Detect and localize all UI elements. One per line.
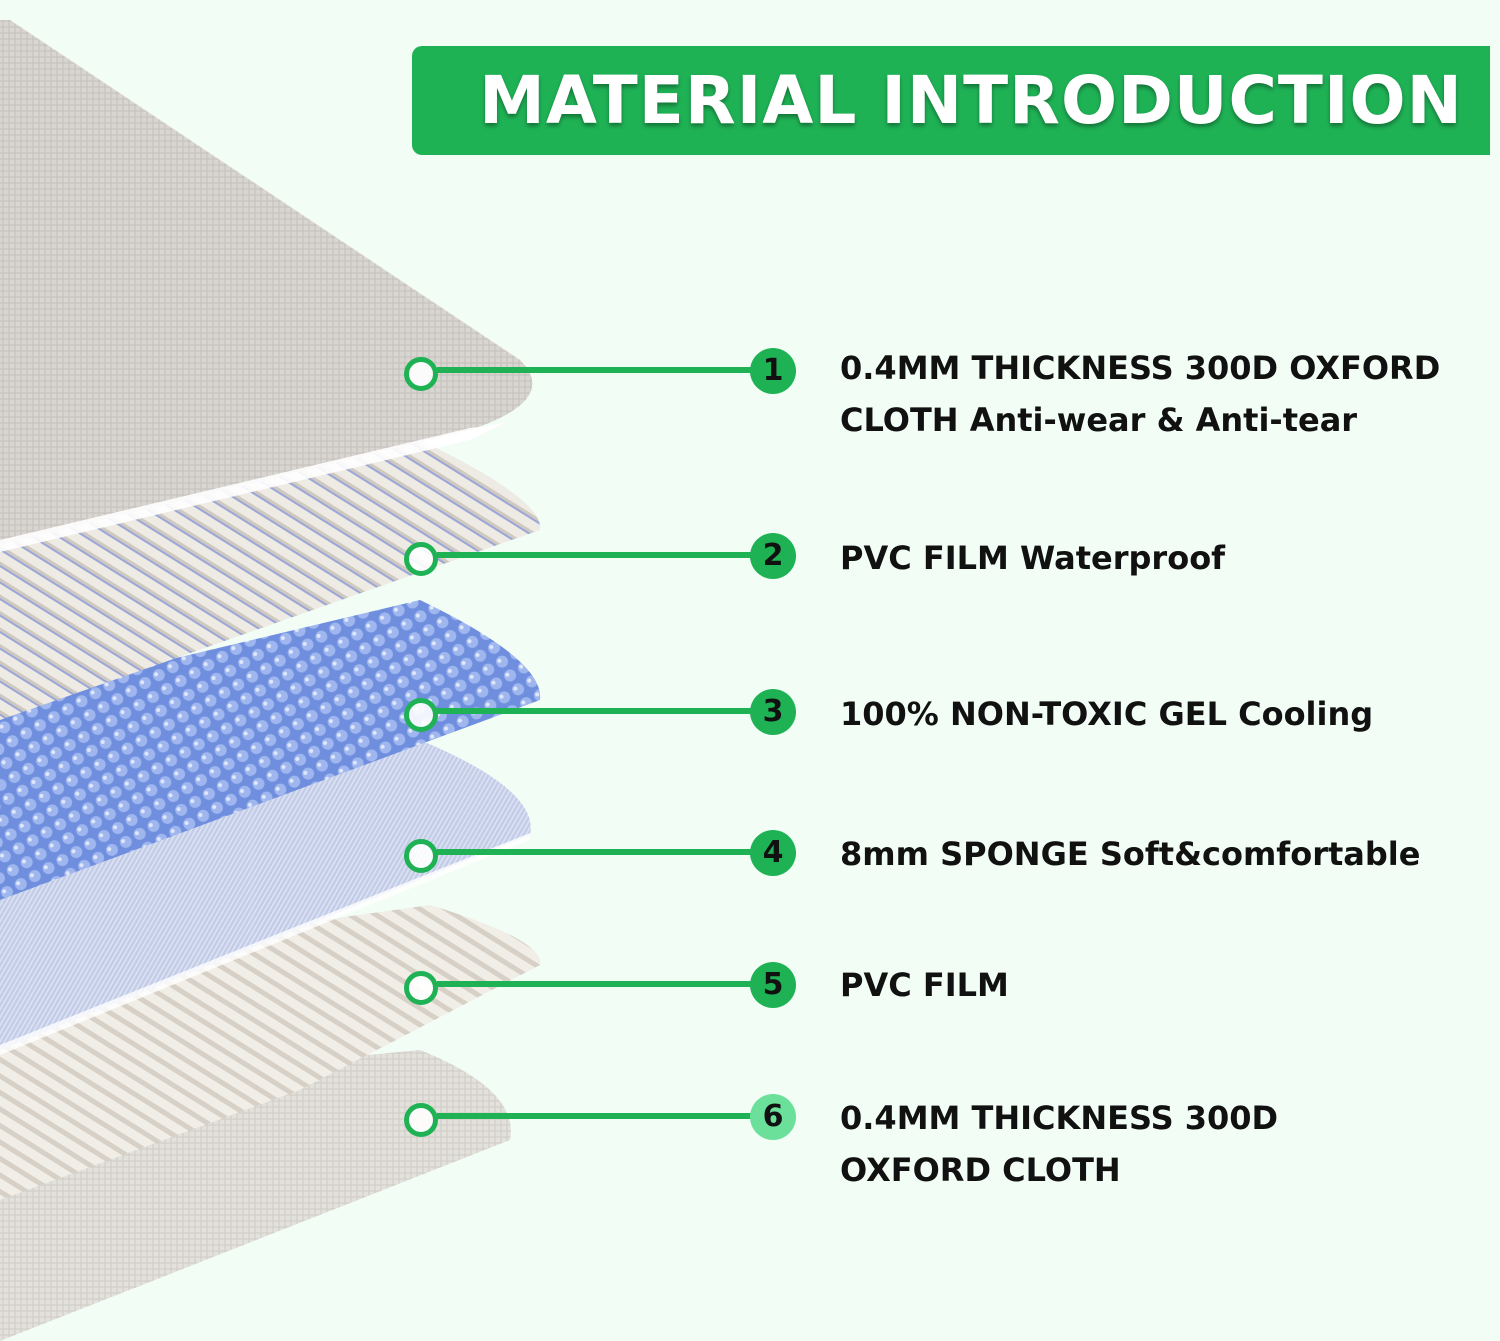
layer-number-badge: 5 — [750, 962, 796, 1008]
leader-line — [437, 849, 762, 855]
description-line: CLOTH Anti-wear & Anti-tear — [840, 401, 1358, 439]
layer-5-callout: 5 — [404, 962, 798, 1010]
layer-1-callout: 1 — [404, 348, 798, 396]
description-line: 0.4MM THICKNESS 300D — [840, 1099, 1279, 1137]
description-line: OXFORD CLOTH — [840, 1151, 1121, 1189]
layer-2-description: PVC FILM Waterproof — [840, 532, 1480, 584]
leader-line — [437, 981, 762, 987]
layer-1-description: 0.4MM THICKNESS 300D OXFORD CLOTH Anti-w… — [840, 342, 1480, 446]
layer-2-callout: 2 — [404, 533, 798, 581]
leader-line — [437, 367, 762, 373]
layer-5-description: PVC FILM — [840, 959, 1480, 1011]
layer-number-badge: 4 — [750, 830, 796, 876]
layer-6-callout: 6 — [404, 1094, 798, 1142]
layer-3-callout: 3 — [404, 689, 798, 737]
leader-line — [437, 708, 762, 714]
description-line: PVC FILM — [840, 966, 1009, 1004]
page-title: MATERIAL INTRODUCTION — [479, 62, 1463, 139]
leader-line — [437, 1113, 762, 1119]
layer-number-badge: 3 — [750, 689, 796, 735]
layer-number-badge: 1 — [750, 348, 796, 394]
title-banner: MATERIAL INTRODUCTION — [412, 46, 1490, 155]
description-line: 8mm SPONGE Soft&comfortable — [840, 835, 1421, 873]
layer-4-callout: 4 — [404, 830, 798, 878]
anchor-ring-icon — [404, 839, 438, 873]
description-line: 0.4MM THICKNESS 300D OXFORD — [840, 349, 1441, 387]
anchor-ring-icon — [404, 698, 438, 732]
anchor-ring-icon — [404, 542, 438, 576]
anchor-ring-icon — [404, 357, 438, 391]
layer-number-badge: 6 — [750, 1094, 796, 1140]
anchor-ring-icon — [404, 1103, 438, 1137]
layer-number-badge: 2 — [750, 533, 796, 579]
layer-6-description: 0.4MM THICKNESS 300D OXFORD CLOTH — [840, 1092, 1480, 1196]
layer-4-description: 8mm SPONGE Soft&comfortable — [840, 828, 1480, 880]
description-line: 100% NON-TOXIC GEL Cooling — [840, 695, 1374, 733]
description-line: PVC FILM Waterproof — [840, 539, 1226, 577]
anchor-ring-icon — [404, 971, 438, 1005]
layer-3-description: 100% NON-TOXIC GEL Cooling — [840, 688, 1480, 740]
leader-line — [437, 552, 762, 558]
